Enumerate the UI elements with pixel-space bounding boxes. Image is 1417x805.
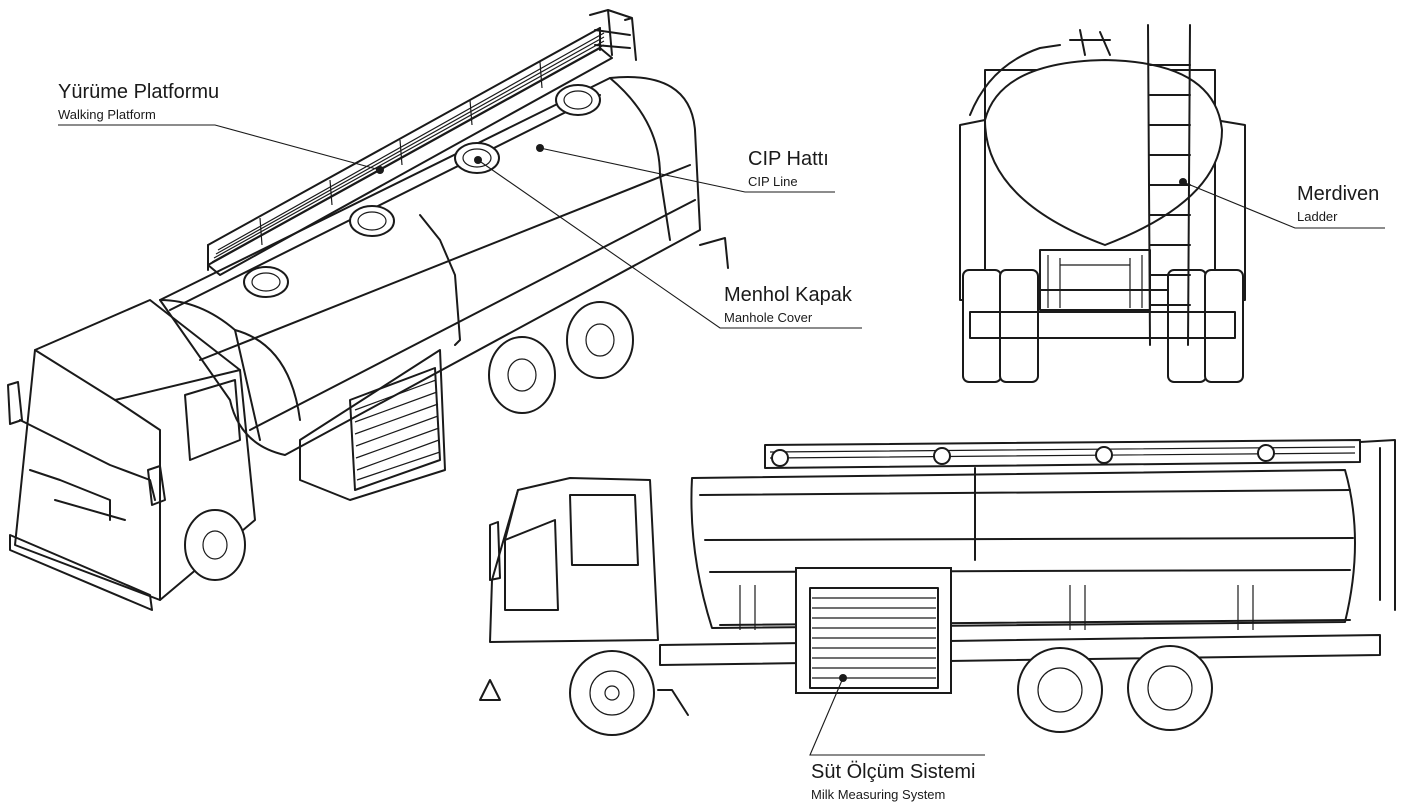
iso-manhole-covers (243, 84, 601, 298)
label-manhole-cover-en: Manhole Cover (724, 310, 813, 325)
label-ladder: Merdiven Ladder (1297, 184, 1379, 223)
side-walking-platform (764, 439, 1396, 611)
leader-ladder (1182, 181, 1385, 229)
label-walking-platform-tr: Yürüme Platformu (58, 81, 220, 103)
iso-rear-bumper (699, 237, 729, 269)
side-cabin (479, 477, 659, 701)
iso-walking-platform (207, 9, 637, 276)
label-milk-measuring-tr: Süt Ölçüm Sistemi (811, 761, 976, 783)
label-milk-measuring-en: Milk Measuring System (811, 787, 946, 802)
leader-cip-line (539, 147, 835, 193)
leader-milk-measuring (809, 677, 985, 756)
side-measuring-cabinet (795, 567, 952, 694)
leader-lines (58, 124, 1385, 756)
label-ladder-tr: Merdiven (1297, 183, 1380, 205)
leader-manhole-cover (477, 159, 862, 329)
label-walking-platform: Yürüme Platformu Walking Platform (58, 82, 219, 121)
label-cip-line-tr: CIP Hattı (748, 148, 829, 170)
label-walking-platform-en: Walking Platform (58, 107, 156, 122)
side-view (479, 439, 1396, 736)
label-manhole-cover: Menhol Kapak Manhole Cover (724, 285, 852, 324)
iso-cip-pipe (419, 214, 461, 346)
iso-wheels (184, 301, 634, 581)
iso-cabinet (299, 349, 446, 501)
label-cip-line-en: CIP Line (748, 174, 798, 189)
side-wheels (569, 645, 1213, 736)
label-milk-measuring: Süt Ölçüm Sistemi Milk Measuring System (811, 762, 975, 801)
side-tank (690, 469, 1356, 629)
rear-ladder (1147, 24, 1191, 346)
label-cip-line: CIP Hattı CIP Line (748, 149, 829, 188)
label-manhole-cover-tr: Menhol Kapak (724, 284, 852, 306)
label-ladder-en: Ladder (1297, 209, 1338, 224)
rear-view (959, 24, 1246, 383)
leader-walking-platform (58, 124, 381, 171)
iso-cabin (7, 299, 256, 611)
isometric-view (7, 9, 729, 611)
